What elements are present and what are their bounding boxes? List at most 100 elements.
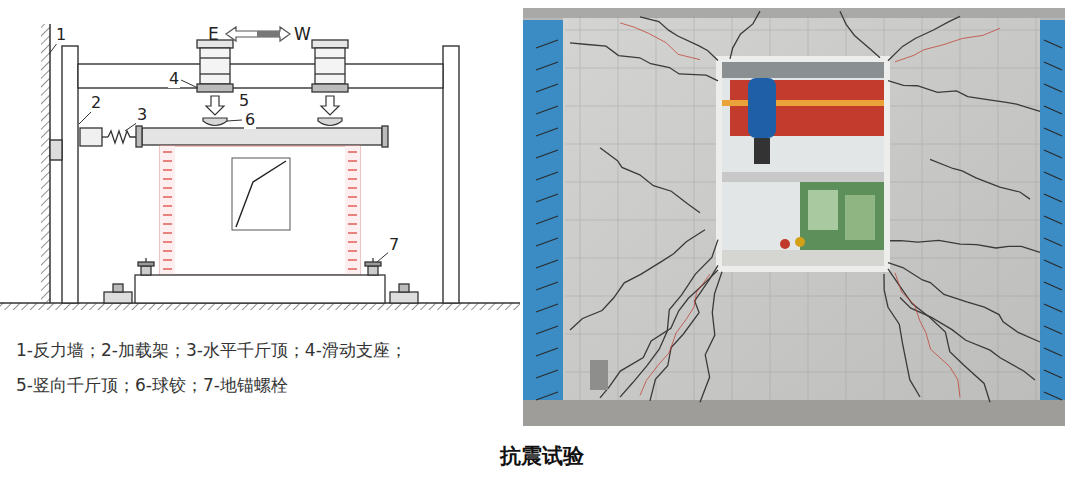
direction-label: E (208, 25, 219, 44)
test-photo-part-part (840, 11, 880, 58)
test-photo-part (1040, 20, 1065, 405)
test-photo-part-part (536, 260, 558, 268)
base-beam-part (372, 258, 373, 262)
wall-specimen-part (160, 146, 360, 275)
test-photo-part-part (895, 28, 1000, 62)
test-photo-part-part (600, 148, 700, 213)
callout-number: 4 (168, 70, 180, 88)
wall-specimen-part-part (163, 160, 172, 161)
test-photo-part-part (570, 230, 705, 330)
vertical-load-arrow (206, 96, 339, 115)
leader-line (49, 42, 390, 262)
test-photo-part (800, 182, 884, 252)
test-photo-part-part (536, 106, 558, 114)
test-photo-part-part (1044, 370, 1062, 378)
wall-specimen-part-part (163, 250, 172, 251)
base-beam-part (135, 275, 385, 303)
loading-frame-part (78, 64, 443, 88)
test-photo-part-part (536, 62, 558, 70)
test-photo-part-part (536, 348, 558, 356)
test-photo-part-part (620, 23, 700, 60)
test-photo-part-part (565, 334, 1040, 335)
base-beam-part (399, 284, 409, 292)
test-photo-part-part (536, 370, 558, 378)
wall-specimen-part-part (163, 241, 172, 242)
loading-frame-part (62, 46, 78, 303)
test-photo-part (795, 237, 805, 247)
wall-specimen-part-part (163, 232, 172, 233)
test-photo-part (523, 8, 1065, 426)
wall-specimen-part-part (348, 241, 357, 242)
test-photo-part-part (600, 270, 718, 398)
test-photo-part-part (618, 14, 619, 400)
wall-specimen-part-part (348, 160, 357, 161)
wall-specimen-part (232, 158, 290, 230)
test-photo-part-part (1044, 260, 1062, 268)
reaction-wall-part (41, 24, 50, 303)
callout-number: 5 (238, 92, 250, 110)
wall-specimen-part-part (348, 205, 357, 206)
vertical-jack-part (315, 48, 345, 84)
base-beam-part (141, 266, 151, 275)
loading-frame (50, 46, 459, 303)
callout-number: 1 (55, 26, 67, 44)
test-photo-part-part (922, 14, 923, 400)
wall-specimen-part-part (163, 187, 172, 188)
test-photo-part-part (536, 172, 558, 180)
test-photo-part-part (536, 238, 558, 246)
test-photo-part (563, 12, 1040, 402)
test-photo-part (722, 100, 884, 106)
wall-specimen-part-part (348, 223, 357, 224)
vertical-jack (197, 40, 348, 92)
vertical-jack-part (200, 48, 230, 84)
test-photo-part-part (900, 297, 1035, 379)
wall-specimen-part-part (163, 178, 172, 179)
ground-part (0, 303, 520, 310)
test-photo-part (590, 360, 608, 390)
test-photo-part-part (565, 30, 1040, 31)
direction-arrow-part (257, 31, 280, 37)
loading-frame-part (443, 46, 459, 303)
base-beam-part (368, 266, 378, 275)
test-photo-part (780, 239, 790, 249)
test-photo-part (722, 250, 884, 266)
test-photo-part-part (565, 372, 1040, 373)
test-photo-part-part (888, 81, 1040, 112)
test-photo-part-part (1044, 84, 1062, 92)
test-photo-part-part (1044, 392, 1062, 400)
reaction-wall-part (49, 24, 51, 303)
test-photo-part-part (1044, 194, 1062, 202)
vertical-load-arrow-part (206, 96, 224, 115)
wall-specimen-part-part (348, 178, 357, 179)
wall-specimen-part-part (348, 151, 357, 152)
vertical-jack-part (200, 57, 230, 58)
test-photo-part-part (1044, 150, 1062, 158)
vertical-load-arrow-part (321, 96, 339, 115)
base-beam-part (113, 284, 123, 292)
leader-line-part (79, 110, 93, 124)
wall-specimen-part-part (348, 259, 357, 260)
wall-specimen-part-part (348, 196, 357, 197)
loading-beam-part (382, 126, 388, 147)
test-photo-part (570, 11, 1040, 402)
test-photo-part (845, 195, 875, 240)
test-photo-part (565, 14, 1040, 400)
test-photo-part-part (536, 392, 558, 400)
test-photo-part-part (536, 304, 558, 312)
test-photo-part-part (580, 14, 581, 400)
reaction-wall (41, 24, 50, 303)
wall-specimen-part-part (348, 214, 357, 215)
loading-beam (136, 126, 388, 147)
wall-specimen-part-part (163, 223, 172, 224)
wall-specimen-part-part (348, 232, 357, 233)
test-photo-part-part (960, 14, 961, 400)
test-photo-part (754, 138, 770, 164)
test-photo-part-part (1036, 14, 1037, 400)
test-photo-part-part (640, 17, 718, 60)
test-photo-part-part (1044, 106, 1062, 114)
vertical-jack-part (200, 73, 230, 74)
test-photo-part-part (536, 128, 558, 136)
test-photo-part-part (656, 14, 657, 400)
vertical-jack-part (315, 73, 345, 74)
ball-joint-part (318, 118, 342, 126)
